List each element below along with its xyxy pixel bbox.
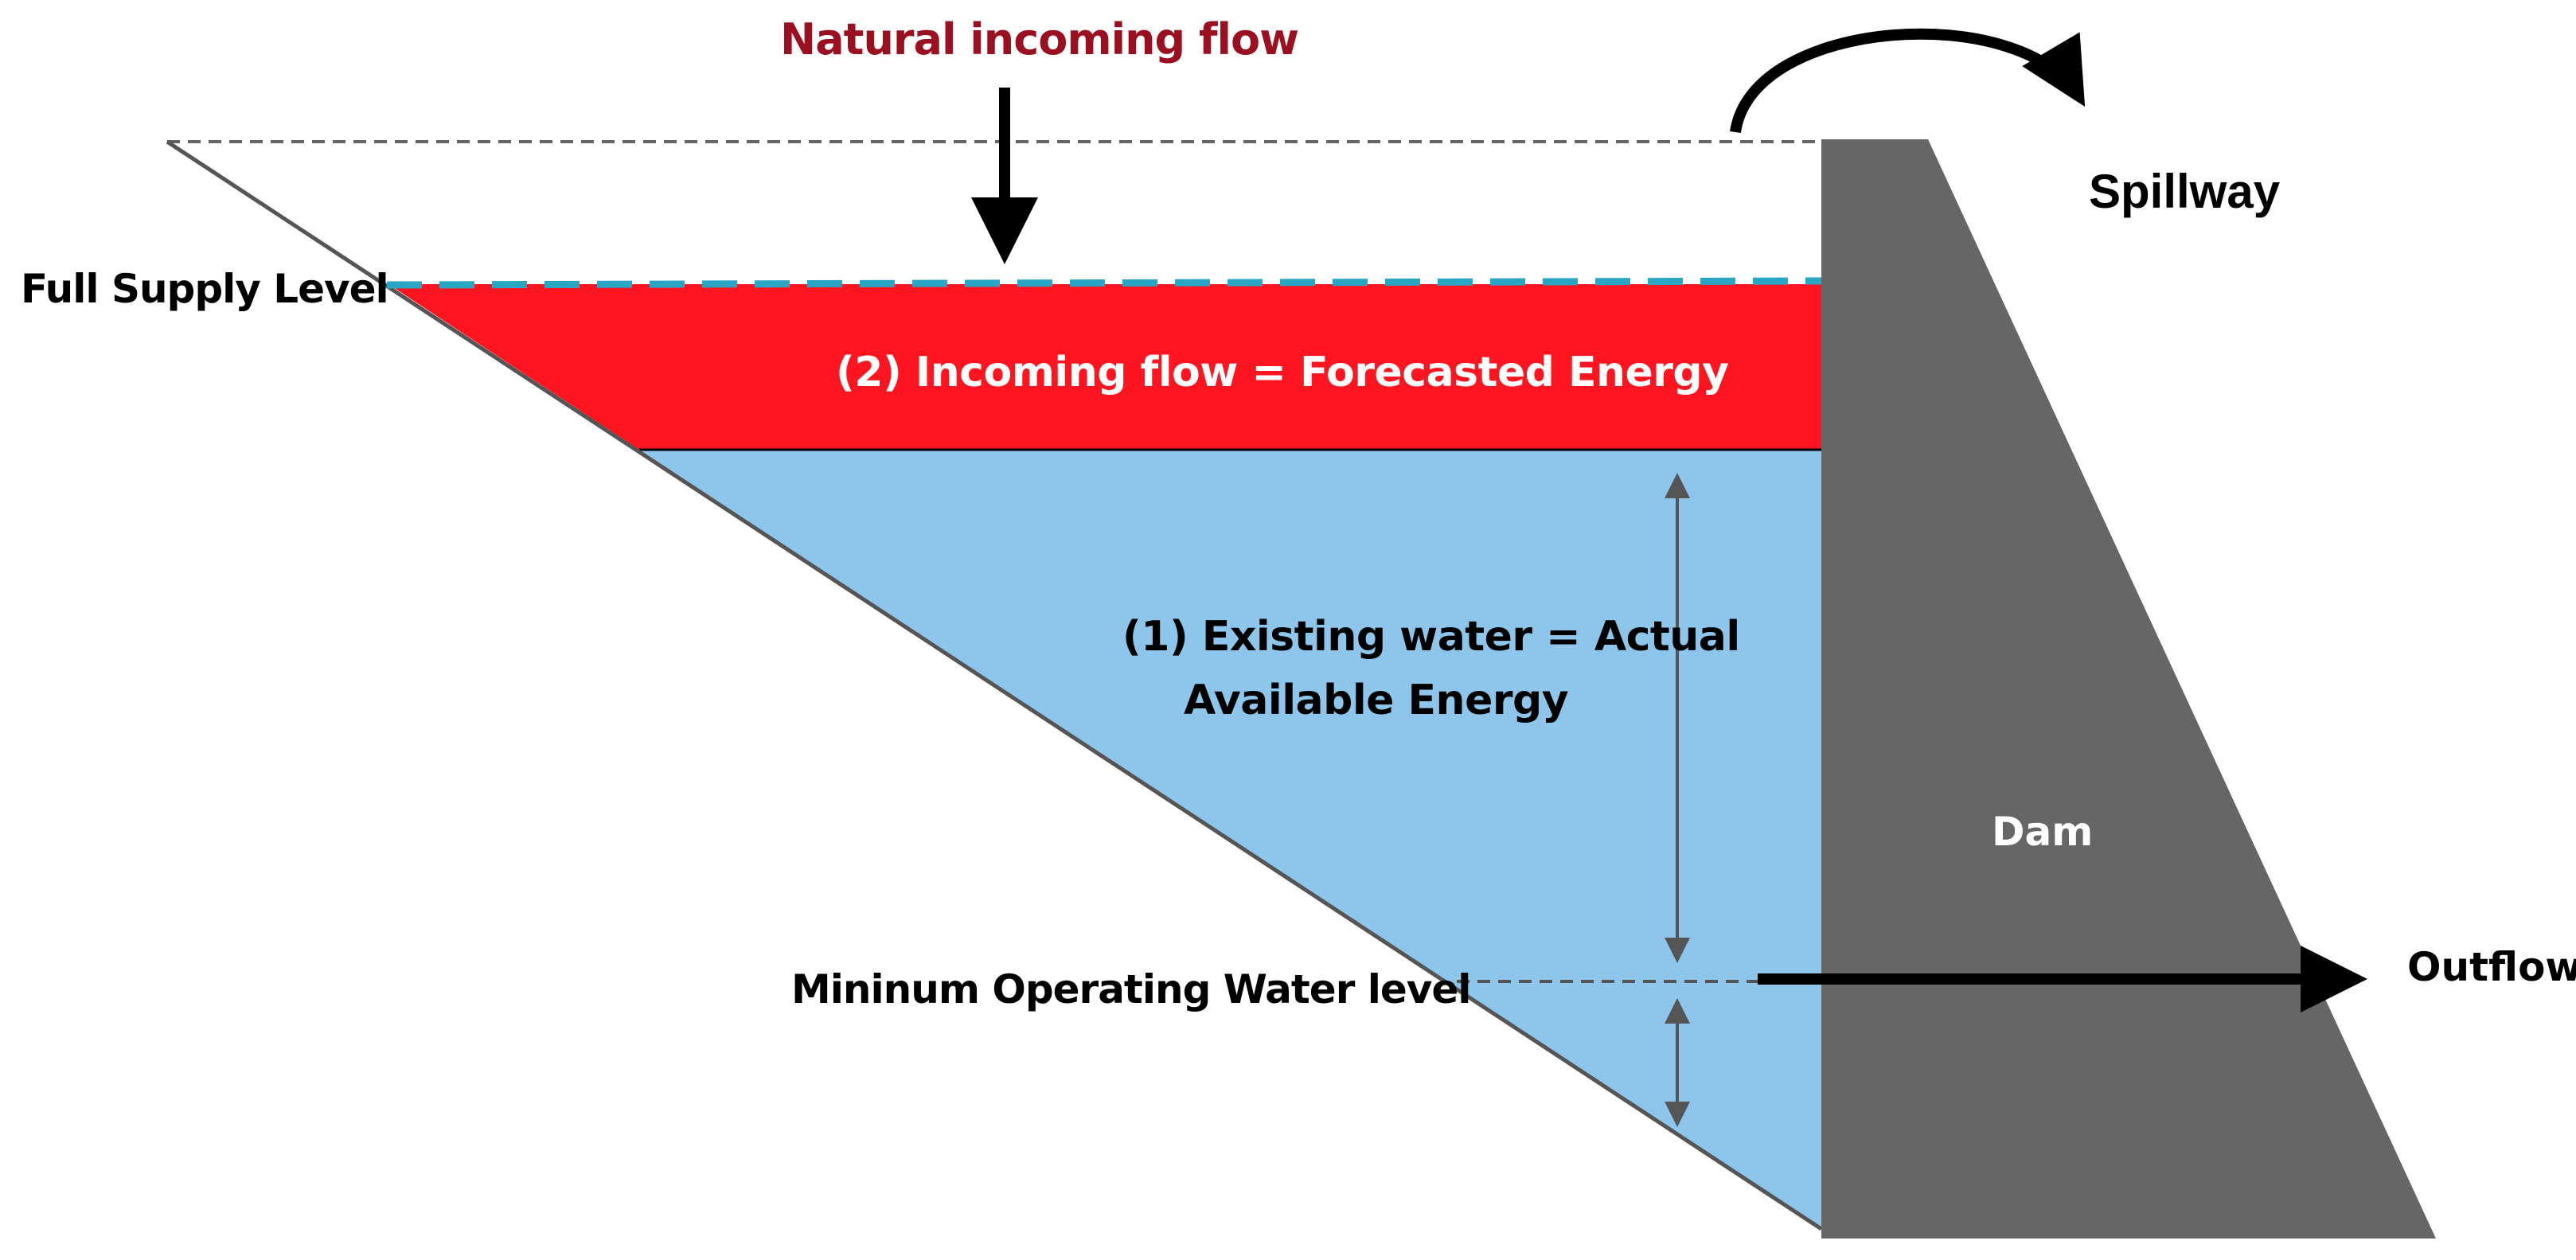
full-supply-level-line xyxy=(386,277,1824,289)
dam-label: Dam xyxy=(1992,809,2094,855)
spillway-label: Spillway xyxy=(2089,165,2281,218)
minimum-operating-level-label: Mininum Operating Water level xyxy=(791,966,1471,1012)
existing-water-label: (1) Existing water = Actual xyxy=(1122,613,1740,661)
full-supply-level-label: Full Supply Level xyxy=(21,266,389,312)
existing-water-label-line2: Available Energy xyxy=(1184,677,1569,724)
dam-body xyxy=(1821,139,2436,1239)
natural-incoming-flow-label: Natural incoming flow xyxy=(780,14,1299,64)
incoming-flow-label: (2) Incoming flow = Forecasted Energy xyxy=(836,349,1729,396)
forecast-energy-zone xyxy=(388,284,1821,450)
curved-arrow-icon xyxy=(1730,28,2086,134)
reservoir-bank xyxy=(166,139,1823,1231)
outflow-label: Outflow xyxy=(2407,944,2576,990)
